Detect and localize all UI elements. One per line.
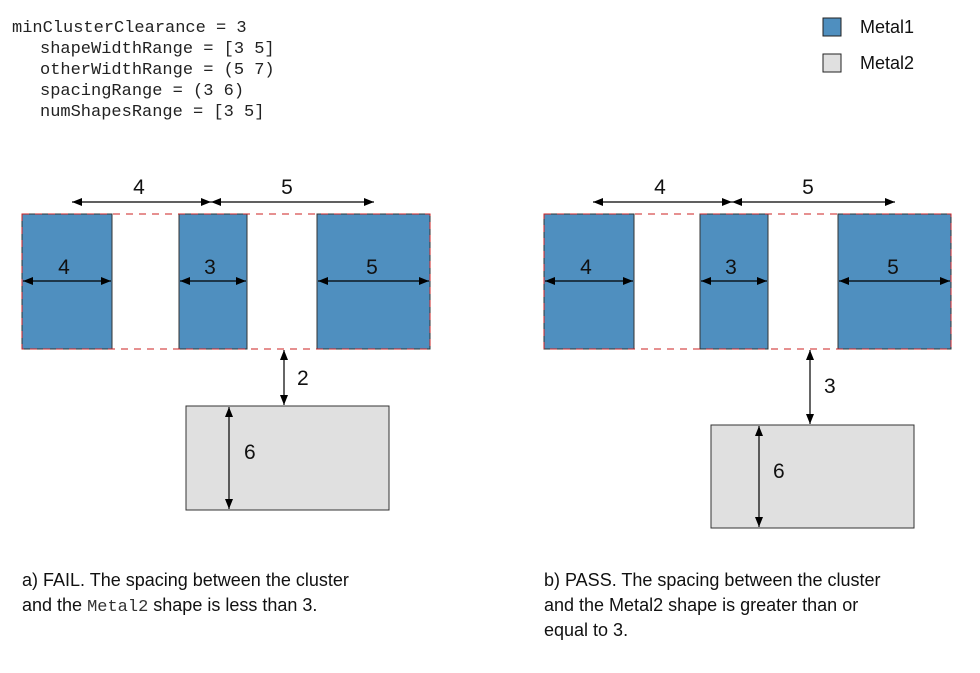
param-shape-width-range: shapeWidthRange = [3 5] <box>40 40 275 59</box>
fail-spacing-label-right: 5 <box>281 176 293 199</box>
param-num-shapes-range: numShapesRange = [3 5] <box>40 103 264 122</box>
pass-caption-line1: b) PASS. The spacing between the cluster <box>544 570 881 590</box>
pass-metal2-shape <box>710 424 915 529</box>
pass-metal2-height-label: 6 <box>773 460 785 483</box>
fail-width-label-b: 3 <box>204 256 216 279</box>
parameter-block: minClusterClearance = 3 shapeWidthRange … <box>12 19 275 122</box>
fail-spacing-label-left: 4 <box>133 176 145 199</box>
legend: Metal1 Metal2 <box>822 17 914 73</box>
pass-width-label-b: 3 <box>725 256 737 279</box>
param-spacing-range: spacingRange = (3 6) <box>40 82 244 101</box>
pass-width-label-c: 5 <box>887 256 899 279</box>
legend-metal1-swatch <box>822 17 842 37</box>
fail-clearance-label: 2 <box>297 367 309 390</box>
fail-cluster-outline <box>21 213 431 350</box>
fail-metal2-shape <box>185 405 390 511</box>
pass-diagram: 4 5 4 3 5 3 6 b) PASS. The spacing betwe… <box>543 176 952 640</box>
legend-metal2-swatch <box>822 53 842 73</box>
param-other-width-range: otherWidthRange = (5 7) <box>40 61 275 80</box>
pass-caption-line3: equal to 3. <box>544 620 628 640</box>
fail-caption-line2: and the Metal2 shape is less than 3. <box>22 595 317 617</box>
pass-caption-line2: and the Metal2 shape is greater than or <box>544 595 858 615</box>
pass-width-label-a: 4 <box>580 256 592 279</box>
legend-metal2-label: Metal2 <box>860 53 914 73</box>
fail-metal2-height-label: 6 <box>244 441 256 464</box>
legend-metal1-label: Metal1 <box>860 17 914 37</box>
fail-diagram: 4 5 4 3 5 2 6 a) FAIL. The spacing betwe… <box>21 176 431 617</box>
pass-clearance-label: 3 <box>824 375 836 398</box>
fail-width-label-c: 5 <box>366 256 378 279</box>
param-min-cluster-clearance: minClusterClearance = 3 <box>12 19 247 38</box>
pass-cluster-outline <box>543 213 952 350</box>
pass-spacing-label-right: 5 <box>802 176 814 199</box>
pass-spacing-label-left: 4 <box>654 176 666 199</box>
fail-caption-line1: a) FAIL. The spacing between the cluster <box>22 570 349 590</box>
fail-width-label-a: 4 <box>58 256 70 279</box>
